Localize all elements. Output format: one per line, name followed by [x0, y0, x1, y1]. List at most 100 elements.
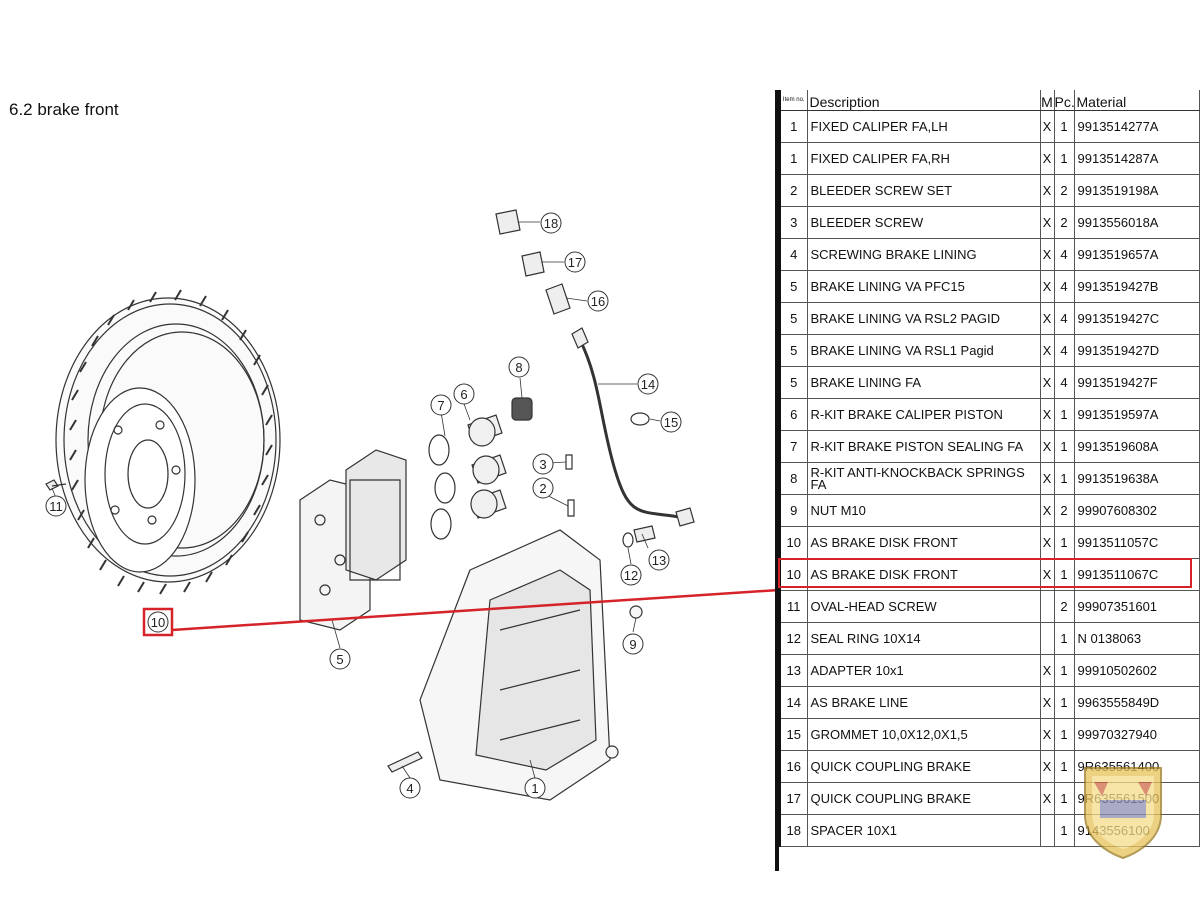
cell-pc: 1: [1054, 430, 1075, 463]
svg-text:5: 5: [336, 652, 343, 667]
cell-item: 16: [777, 750, 808, 783]
callout-11: 11: [45, 495, 67, 517]
cell-pc: 1: [1054, 462, 1075, 495]
cell-item: 18: [777, 814, 808, 847]
cell-pc: 1: [1054, 686, 1075, 719]
table-left-rule: [775, 90, 779, 871]
cell-description: OVAL-HEAD SCREW: [807, 590, 1041, 623]
cell-description: SPACER 10X1: [807, 814, 1041, 847]
callout-1: 1: [524, 777, 546, 799]
header-pc: Pc.: [1054, 90, 1075, 111]
cell-item: 17: [777, 782, 808, 815]
cell-description: BRAKE LINING VA PFC15: [807, 270, 1041, 303]
cell-m: X: [1040, 302, 1055, 335]
cell-material: 9913519427D: [1074, 334, 1200, 367]
cell-m: X: [1040, 654, 1055, 687]
cell-description: AS BRAKE LINE: [807, 686, 1041, 719]
svg-text:16: 16: [591, 294, 605, 309]
cell-material: 9913519198A: [1074, 174, 1200, 207]
header-description: Description: [807, 90, 1041, 111]
cell-m: X: [1040, 686, 1055, 719]
cell-item: 6: [777, 398, 808, 431]
cell-item: 15: [777, 718, 808, 751]
cell-m: X: [1040, 494, 1055, 527]
svg-text:1: 1: [531, 781, 538, 796]
callout-16: 16: [587, 290, 609, 312]
cell-m: X: [1040, 526, 1055, 559]
cell-m: X: [1040, 782, 1055, 815]
cell-item: 8: [777, 462, 808, 495]
cell-pc: 1: [1054, 750, 1075, 783]
cell-description: BRAKE LINING FA: [807, 366, 1041, 399]
svg-text:4: 4: [406, 781, 413, 796]
cell-material: 9913519608A: [1074, 430, 1200, 463]
cell-m: X: [1040, 174, 1055, 207]
brake-pads-drawing: [299, 449, 407, 631]
cell-material: 9913519657A: [1074, 238, 1200, 271]
cell-item: 14: [777, 686, 808, 719]
cell-material: 9913519427B: [1074, 270, 1200, 303]
cell-description: BRAKE LINING VA RSL1 Pagid: [807, 334, 1041, 367]
cell-m: X: [1040, 398, 1055, 431]
cell-material: 99910502602: [1074, 654, 1200, 687]
cell-description: FIXED CALIPER FA,RH: [807, 142, 1041, 175]
cell-item: 13: [777, 654, 808, 687]
cell-material: 9913514287A: [1074, 142, 1200, 175]
table-header-row: Item no. Description M Pc. Material: [777, 90, 1200, 111]
cell-item: 3: [777, 206, 808, 239]
cell-m: X: [1040, 750, 1055, 783]
highlight-pointer-line: [171, 588, 780, 632]
cell-material: 9913514277A: [1074, 110, 1200, 143]
cell-material: 9913556018A: [1074, 206, 1200, 239]
callout-5: 5: [329, 648, 351, 670]
cell-item: 5: [777, 302, 808, 335]
cell-description: R-KIT ANTI-KNOCKBACK SPRINGS FA: [807, 462, 1041, 495]
header-item: Item no.: [777, 90, 808, 111]
cell-pc: 1: [1054, 622, 1075, 655]
svg-text:7: 7: [437, 398, 444, 413]
cell-pc: 1: [1054, 782, 1075, 815]
callout-15: 15: [660, 411, 682, 433]
callout-12: 12: [620, 564, 642, 586]
cell-pc: 2: [1054, 590, 1075, 623]
svg-text:11: 11: [49, 499, 63, 514]
cell-pc: 4: [1054, 302, 1075, 335]
cell-material: 9913519427C: [1074, 302, 1200, 335]
cell-m: X: [1040, 558, 1055, 591]
callout-3: 3: [532, 453, 554, 475]
callout-4: 4: [399, 777, 421, 799]
caliper-drawing: [419, 529, 643, 801]
cell-material: 9913519427F: [1074, 366, 1200, 399]
cell-item: 5: [777, 334, 808, 367]
cell-m: [1040, 622, 1055, 655]
svg-text:3: 3: [539, 457, 546, 472]
cell-pc: 4: [1054, 270, 1075, 303]
callout-14: 14: [637, 373, 659, 395]
cell-pc: 4: [1054, 238, 1075, 271]
svg-text:17: 17: [568, 255, 582, 270]
cell-description: R-KIT BRAKE PISTON SEALING FA: [807, 430, 1041, 463]
cell-m: [1040, 590, 1055, 623]
cell-pc: 1: [1054, 654, 1075, 687]
cell-pc: 1: [1054, 142, 1075, 175]
cell-pc: 1: [1054, 718, 1075, 751]
svg-text:6: 6: [460, 387, 467, 402]
section-title: 6.2 brake front: [9, 100, 119, 119]
cell-pc: 1: [1054, 814, 1075, 847]
svg-text:2: 2: [539, 481, 546, 496]
